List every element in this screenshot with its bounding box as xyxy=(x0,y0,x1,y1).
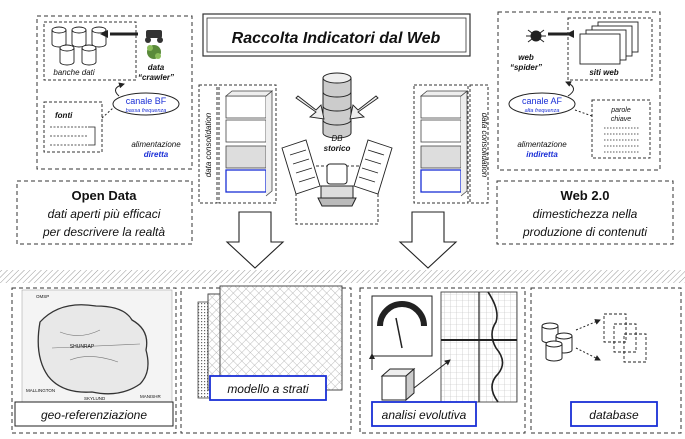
keyword-lines-icon xyxy=(604,127,640,153)
alimentazione-right-type: indiretta xyxy=(526,150,558,159)
db-storico-cylinder-icon xyxy=(322,72,352,139)
dashed-pages-icon xyxy=(603,313,647,363)
document-right-icon xyxy=(353,139,393,195)
arrow-in-left-icon xyxy=(295,95,325,120)
page-title: Raccolta Indicatori dal Web xyxy=(232,30,441,47)
canale-af-title: canale AF xyxy=(522,96,563,106)
title-box: Raccolta Indicatori dal Web xyxy=(202,13,471,57)
hatch-band xyxy=(0,270,685,283)
fonti-box xyxy=(43,101,103,153)
document-left-icon xyxy=(281,139,321,195)
fonti-lines-icon xyxy=(50,126,88,146)
map-label-bottom-left: MALLINGTON xyxy=(26,388,55,393)
map-label-bottom-right: MANISHR xyxy=(140,394,162,399)
map-label-center: SHUNRAP xyxy=(70,344,95,350)
web20-title: Web 2.0 xyxy=(561,188,610,203)
arrow-in-right-icon xyxy=(349,95,379,120)
analisi-panel: analisi evolutiva xyxy=(359,287,526,434)
parole-chiave-box xyxy=(591,99,651,159)
left-input-panel: banche dati data “crawler” fonti canale … xyxy=(36,15,193,170)
right-consolidation-label: data consolidation xyxy=(480,113,489,178)
spider-label-1: web xyxy=(518,53,534,62)
db-label-2: storico xyxy=(324,144,351,153)
trend-curve xyxy=(487,291,504,403)
monitor-icon xyxy=(317,163,357,207)
down-arrow-left-icon xyxy=(225,211,285,269)
spider-label-2: “spider” xyxy=(510,63,542,72)
web20-box: Web 2.0 dimestichezza nella produzione d… xyxy=(496,180,674,245)
map-label-bottom-mid: SKYLUND xyxy=(84,396,106,401)
right-consolidation-stack: data consolidation xyxy=(413,84,489,204)
layer-1 xyxy=(219,285,343,391)
crawler-icon xyxy=(145,30,163,59)
canale-af-ellipse xyxy=(508,92,576,116)
analisi-label-box xyxy=(371,401,477,427)
canale-bf-title: canale BF xyxy=(126,96,167,106)
down-arrow-right-icon xyxy=(398,211,458,269)
open-data-line1: dati aperti più efficaci xyxy=(48,207,161,221)
siti-web-label: siti web xyxy=(589,68,618,77)
left-consolidation-stack: data consolidation xyxy=(198,84,277,204)
cube-icon xyxy=(380,367,416,402)
fonti-label: fonti xyxy=(55,111,73,120)
database-label: database xyxy=(589,408,639,422)
web20-line2: produzione di contenuti xyxy=(522,225,647,239)
database-cylinders-icon xyxy=(51,26,107,66)
banche-dati-label: banche dati xyxy=(53,68,95,77)
geo-panel: SHUNRAP OMSP MALLINGTON SKYLUND MANISHR … xyxy=(11,287,177,434)
canale-bf-ellipse xyxy=(112,92,180,116)
web-pages-stack-icon xyxy=(579,21,639,65)
database-panel: database xyxy=(530,287,682,434)
spider-icon xyxy=(526,29,546,43)
geo-label: geo-referenziazione xyxy=(41,408,147,422)
siti-web-box xyxy=(567,17,653,81)
left-consolidation-label: data consolidation xyxy=(204,112,213,177)
modello-label-box xyxy=(209,375,327,401)
canale-af-sub: alta frequenza xyxy=(525,108,560,114)
geo-label-box xyxy=(14,401,174,427)
open-data-box: Open Data dati aperti più efficaci per d… xyxy=(16,180,193,245)
database-icon xyxy=(541,322,573,362)
alimentazione-right: alimentazione xyxy=(517,140,567,149)
arrow-head-icon xyxy=(100,30,108,38)
crawler-label-1: data xyxy=(148,63,165,72)
db-storico-cluster: DB storico xyxy=(281,72,393,225)
parole-label-2: chiave xyxy=(611,116,631,123)
map-label-left-top: OMSP xyxy=(36,294,49,299)
modello-label: modello a strati xyxy=(227,382,309,396)
web20-line1: dimestichezza nella xyxy=(533,207,638,221)
canale-bf-sub: bassa frequenza xyxy=(126,108,167,114)
banche-dati-box xyxy=(43,21,137,81)
crawler-label-2: “crawler” xyxy=(138,73,174,82)
open-data-line2: per descrivere la realtà xyxy=(42,225,165,239)
alimentazione-left: alimentazione xyxy=(131,140,181,149)
alimentazione-left-type: diretta xyxy=(144,150,169,159)
open-data-title: Open Data xyxy=(71,188,137,203)
analisi-label: analisi evolutiva xyxy=(382,408,467,422)
right-input-panel: web “spider” siti web canale AF alta fre… xyxy=(497,11,661,171)
modello-panel: modello a strati xyxy=(180,285,352,434)
gauge-icon xyxy=(371,295,433,357)
database-label-box xyxy=(570,401,658,427)
parole-label-1: parole xyxy=(610,107,631,114)
db-label-1: DB xyxy=(331,134,343,143)
